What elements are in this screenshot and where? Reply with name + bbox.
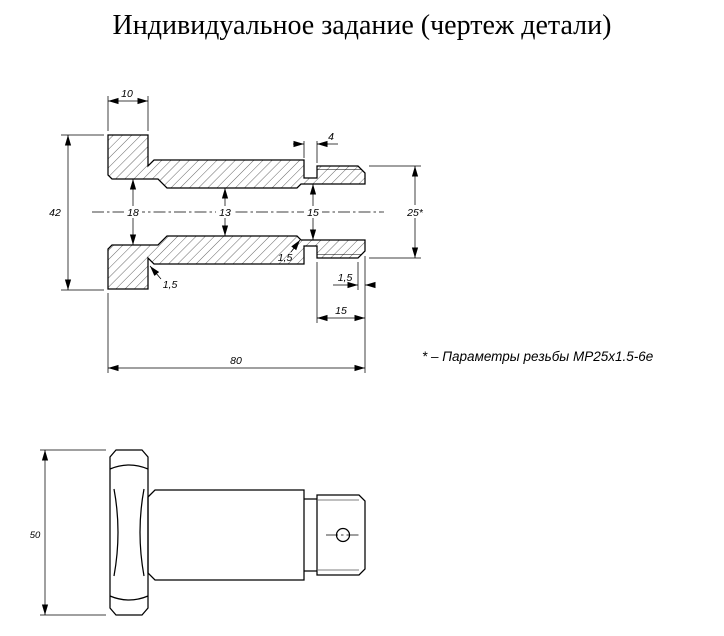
dim-thread-dia: 25* bbox=[406, 207, 424, 219]
flange-facet-arc bbox=[113, 488, 119, 577]
dim-flange-dia: 42 bbox=[49, 207, 61, 219]
side-view: 50 bbox=[30, 449, 366, 616]
dim-flange-width: 10 bbox=[121, 88, 133, 100]
thread-end-outline bbox=[316, 494, 366, 576]
dim-chamfer-bore: 1,5 bbox=[278, 252, 293, 264]
dim-total-length: 80 bbox=[230, 355, 242, 367]
dim-bore-right: 15 bbox=[307, 207, 319, 219]
dim-thread-length: 15 bbox=[335, 305, 347, 317]
label-mask bbox=[304, 206, 322, 218]
page-title: Индивидуальное задание (чертеж детали) bbox=[112, 10, 612, 41]
flange-facet-arc bbox=[139, 488, 145, 577]
leader-line-chamfer bbox=[290, 239, 301, 253]
thread-note: * – Параметры резьбы МР25х1.5-6е bbox=[422, 349, 653, 364]
flange-outline bbox=[109, 449, 149, 616]
body-outline bbox=[147, 489, 305, 581]
dim-flange-dia-corners: 50 bbox=[30, 530, 41, 541]
dim-fillet-flange: 1,5 bbox=[163, 279, 178, 291]
dim-chamfer-thread: 1,5 bbox=[338, 272, 353, 284]
leader-line-fillet bbox=[149, 265, 162, 280]
dim-bore-mid: 13 bbox=[219, 207, 231, 219]
dim-bore-left: 18 bbox=[127, 207, 139, 219]
flange-chamfer-arc bbox=[109, 595, 149, 601]
part-section-lower bbox=[107, 235, 366, 290]
part-section-upper bbox=[107, 134, 366, 189]
dim-groove-width: 4 bbox=[328, 131, 334, 143]
label-mask bbox=[124, 206, 142, 218]
label-mask bbox=[216, 206, 234, 218]
label-mask bbox=[404, 205, 426, 218]
flange-chamfer-arc bbox=[109, 464, 149, 470]
main-section-view: 10 42 4 25* 18 13 15 1,5 1,5 1,5 15 80 bbox=[49, 88, 426, 373]
